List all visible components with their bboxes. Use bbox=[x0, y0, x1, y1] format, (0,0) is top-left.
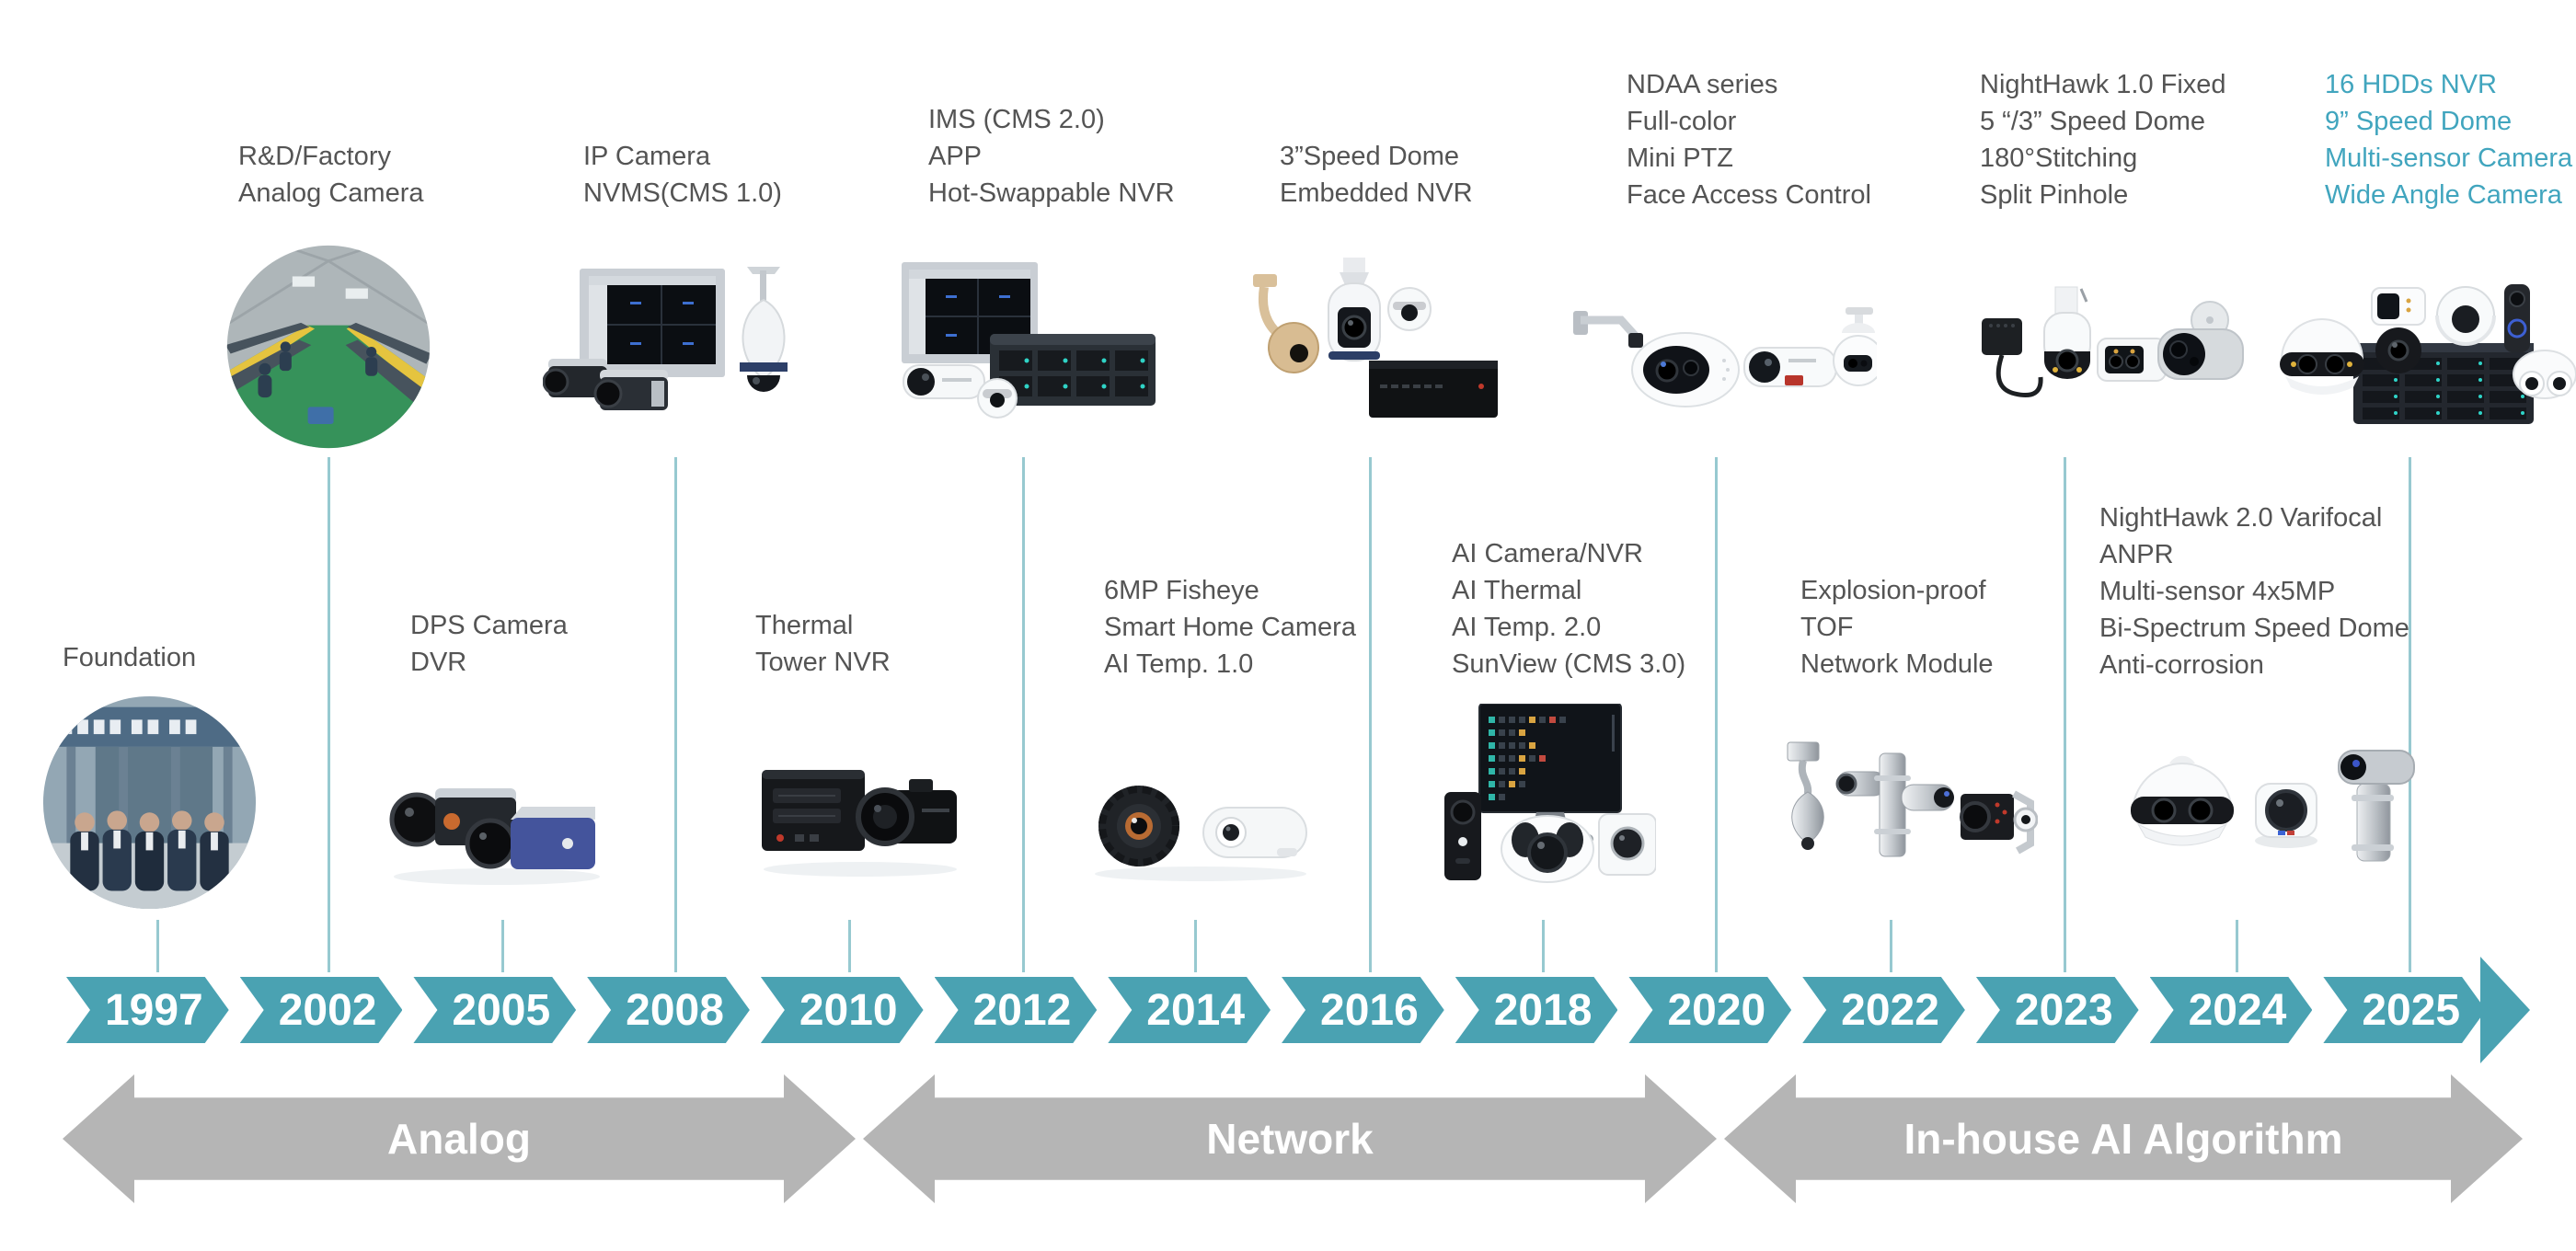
era-arrow-ai: In-house AI Algorithm bbox=[1724, 1074, 2523, 1203]
year-label: 2010 bbox=[799, 985, 898, 1035]
connector-2014 bbox=[1194, 920, 1197, 972]
year-label: 2018 bbox=[1493, 985, 1593, 1035]
year-label: 2025 bbox=[2362, 985, 2461, 1035]
product-photo-1997 bbox=[41, 694, 258, 911]
milestone-label-2018: AI Camera/NVR AI Thermal AI Temp. 2.0 Su… bbox=[1452, 539, 1686, 679]
year-chevron-2024: 2024 bbox=[2150, 977, 2313, 1043]
milestone-label-2016: 3”Speed Dome Embedded NVR bbox=[1280, 142, 1473, 208]
year-chevron-2016: 2016 bbox=[1282, 977, 1444, 1043]
milestone-label-2023: NightHawk 1.0 Fixed 5 “/3” Speed Dome 18… bbox=[1980, 70, 2226, 210]
product-photo-2024 bbox=[2116, 736, 2420, 869]
milestone-label-2014: 6MP Fisheye Smart Home Camera AI Temp. 1… bbox=[1104, 576, 1356, 679]
milestone-label-2025: 16 HDDs NVR 9” Speed Dome Multi-sensor C… bbox=[2325, 70, 2573, 210]
year-chevron-2002: 2002 bbox=[240, 977, 403, 1043]
year-chevron-2025: 2025 bbox=[2323, 977, 2486, 1043]
connector-2016 bbox=[1369, 457, 1372, 972]
product-photo-2012 bbox=[902, 262, 1159, 423]
milestone-label-2020: NDAA series Full-color Mini PTZ Face Acc… bbox=[1627, 70, 1871, 210]
connector-2005 bbox=[501, 920, 504, 972]
year-label: 2022 bbox=[1841, 985, 1939, 1035]
milestone-label-2005: DPS Camera DVR bbox=[410, 611, 568, 677]
connector-2010 bbox=[848, 920, 851, 972]
connector-1997 bbox=[156, 920, 159, 972]
connector-2024 bbox=[2236, 920, 2238, 972]
milestone-label-2012: IMS (CMS 2.0) APP Hot-Swappable NVR bbox=[928, 105, 1175, 208]
year-label: 2024 bbox=[2188, 985, 2287, 1035]
connector-2008 bbox=[674, 457, 677, 972]
year-chevron-2014: 2014 bbox=[1108, 977, 1271, 1043]
year-label: 1997 bbox=[104, 985, 203, 1035]
year-chevron-2010: 2010 bbox=[761, 977, 924, 1043]
year-chevron-2012: 2012 bbox=[935, 977, 1098, 1043]
connector-2002 bbox=[328, 457, 330, 972]
product-photo-2016 bbox=[1251, 258, 1500, 428]
product-photo-2022 bbox=[1771, 740, 2038, 874]
milestone-label-2022: Explosion-proof TOF Network Module bbox=[1800, 576, 1994, 679]
product-photo-2023 bbox=[1978, 285, 2245, 432]
product-photo-2002 bbox=[225, 244, 431, 450]
product-photo-2020 bbox=[1573, 304, 1877, 428]
product-photo-2005 bbox=[382, 740, 612, 888]
product-photo-2010 bbox=[754, 750, 966, 878]
connector-2025 bbox=[2409, 457, 2411, 972]
year-chevron-2008: 2008 bbox=[587, 977, 750, 1043]
era-arrow-analog: Analog bbox=[63, 1074, 856, 1203]
era-arrow-network: Network bbox=[863, 1074, 1717, 1203]
year-label: 2002 bbox=[278, 985, 377, 1035]
year-label: 2020 bbox=[1667, 985, 1766, 1035]
year-chevron-2022: 2022 bbox=[1802, 977, 1965, 1043]
year-chevron-2023: 2023 bbox=[1976, 977, 2139, 1043]
product-photo-2008 bbox=[543, 267, 800, 423]
milestone-label-1997: Foundation bbox=[63, 643, 197, 672]
year-label: 2008 bbox=[626, 985, 724, 1035]
connector-2020 bbox=[1715, 457, 1718, 972]
product-photo-2025 bbox=[2272, 271, 2576, 432]
milestone-label-2002: R&D/Factory Analog Camera bbox=[238, 142, 424, 208]
product-photo-2014 bbox=[1086, 763, 1316, 883]
year-chevron-2020: 2020 bbox=[1628, 977, 1791, 1043]
milestone-label-2008: IP Camera NVMS(CMS 1.0) bbox=[583, 142, 782, 208]
connector-2018 bbox=[1542, 920, 1545, 972]
year-chevron-2005: 2005 bbox=[413, 977, 576, 1043]
year-label: 2012 bbox=[972, 985, 1072, 1035]
year-chevron-2018: 2018 bbox=[1455, 977, 1618, 1043]
year-label: 2005 bbox=[452, 985, 551, 1035]
year-chevron-1997: 1997 bbox=[66, 977, 229, 1043]
connector-2022 bbox=[1890, 920, 1892, 972]
era-label: Network bbox=[1206, 1115, 1374, 1163]
timeline-arrowhead bbox=[2480, 957, 2530, 1063]
connector-2023 bbox=[2064, 457, 2066, 972]
year-label: 2023 bbox=[2014, 985, 2113, 1035]
timeline-year-band: 1997 2002 2005 2008 2010 2012 2014 2016 … bbox=[66, 977, 2486, 1043]
year-label: 2016 bbox=[1320, 985, 1419, 1035]
era-label: Analog bbox=[387, 1115, 531, 1163]
milestone-label-2010: Thermal Tower NVR bbox=[755, 611, 891, 677]
milestone-label-2024: NightHawk 2.0 Varifocal ANPR Multi-senso… bbox=[2099, 503, 2409, 680]
year-label: 2014 bbox=[1146, 985, 1246, 1035]
connector-2012 bbox=[1022, 457, 1025, 972]
era-label: In-house AI Algorithm bbox=[1903, 1115, 2343, 1163]
product-photo-2018 bbox=[1444, 704, 1656, 883]
